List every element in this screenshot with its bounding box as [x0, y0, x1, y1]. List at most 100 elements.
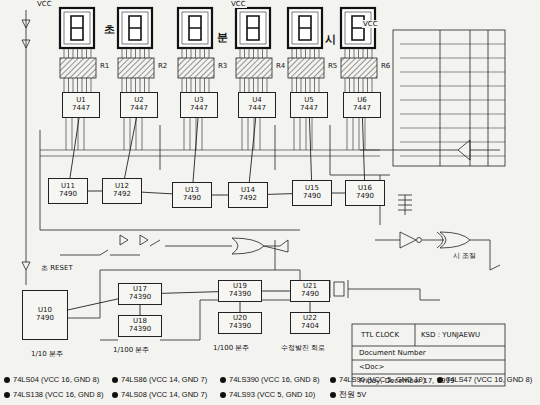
display-label: 초: [103, 24, 116, 36]
inverter-symbol: [400, 232, 416, 248]
annotation: VCC: [362, 20, 379, 28]
xor-gate: [440, 232, 470, 248]
part-number: 7447: [346, 104, 378, 112]
part-number: 7447: [65, 104, 97, 112]
legend-bullet: [220, 392, 226, 398]
wire: [212, 195, 228, 196]
legend-bullet: [330, 377, 336, 383]
wire: [193, 118, 198, 182]
annotation: VCC: [36, 0, 53, 8]
part-ref: U14: [231, 186, 265, 194]
annotation: KSD : YUNJAEWU: [420, 331, 481, 339]
ic-chip: U117490: [48, 178, 88, 204]
part-number: 74390: [221, 322, 259, 330]
part-ref: U2: [123, 96, 155, 104]
wire: [70, 118, 79, 178]
wire: [88, 191, 102, 192]
annotation: 초 RESET: [40, 264, 74, 272]
display-label: 분: [216, 32, 229, 44]
part-number: 7492: [105, 190, 139, 198]
ic-chip: U47447: [238, 92, 276, 118]
annotation: 시 조절: [452, 252, 477, 260]
resistor-array: [341, 58, 377, 78]
part-number: 7490: [25, 314, 65, 322]
legend-text: 74LS04 (VCC 16, GND 8): [13, 375, 99, 384]
annotation: 수정발진 회로: [280, 344, 326, 352]
annotation: R4: [275, 62, 286, 70]
part-ref: U1: [65, 96, 97, 104]
part-ref: U15: [295, 184, 329, 192]
legend-bullet: [437, 377, 443, 383]
legend-bullet: [112, 392, 118, 398]
ic-chip: U157490: [292, 180, 332, 206]
legend-text: 74LS93 (VCC 5, GND 10): [229, 390, 315, 399]
ic-chip: U37447: [180, 92, 218, 118]
legend-text: 74LS90 (VCC 5, GND 10): [339, 375, 425, 384]
part-ref: U20: [221, 314, 259, 322]
annotation: R2: [157, 62, 168, 70]
annotation: 1/100 분주: [112, 346, 150, 354]
wire: [262, 291, 290, 292]
coil-symbol: [398, 195, 412, 215]
ic-chip: U1774390: [118, 283, 162, 305]
annotation: R3: [217, 62, 228, 70]
seven-segment-display: [236, 8, 270, 48]
wire: [240, 302, 241, 312]
ic-chip: U2074390: [218, 312, 262, 334]
ic-chip: U57447: [290, 92, 328, 118]
part-ref: U3: [183, 96, 215, 104]
seven-segment-display: [60, 8, 94, 48]
seven-segment-display: [288, 8, 322, 48]
resistor-array: [236, 58, 272, 78]
part-number: 74390: [221, 290, 259, 298]
part-number: 7490: [348, 192, 382, 200]
ic-chip: U17447: [62, 92, 100, 118]
seven-segment-display: [341, 8, 375, 48]
ic-chip: U167490: [345, 180, 385, 206]
seven-segment-display: [178, 8, 212, 48]
display-label: 시: [324, 34, 337, 46]
part-number: 7447: [293, 104, 325, 112]
resistor-array: [118, 58, 154, 78]
part-ref: U4: [241, 96, 273, 104]
annotation: 1/10 분주: [30, 350, 64, 358]
resistor-array: [178, 58, 214, 78]
ic-chip: U217490: [290, 280, 330, 302]
legend-bullet: [112, 377, 118, 383]
ic-chip: U67447: [343, 92, 381, 118]
legend-bullet: [4, 392, 10, 398]
ic-chip: U1874390: [118, 315, 162, 337]
part-ref: U6: [346, 96, 378, 104]
legend-text: 전원 5V: [339, 390, 366, 399]
wire: [268, 193, 292, 195]
part-number: 7447: [123, 104, 155, 112]
part-number: 7447: [241, 104, 273, 112]
part-number: 74390: [121, 325, 159, 333]
legend-bullet: [4, 377, 10, 383]
part-number: 7447: [183, 104, 215, 112]
annotation: R5: [327, 62, 338, 70]
resistor-array: [60, 58, 96, 78]
parts-table: [393, 30, 505, 166]
wire: [249, 118, 255, 182]
wire: [162, 292, 218, 294]
ic-chip: U27447: [120, 92, 158, 118]
annotation: <Doc>: [358, 363, 385, 371]
part-number: 7404: [293, 322, 327, 330]
wire: [332, 193, 345, 194]
digit-segments: [129, 16, 141, 40]
inverter-symbol: [458, 140, 470, 160]
digit-segments: [247, 16, 259, 40]
part-number: 7492: [231, 194, 265, 202]
ic-chip: U1974390: [218, 280, 262, 302]
part-ref: U10: [25, 306, 65, 314]
seven-segment-display: [118, 8, 152, 48]
part-ref: U18: [121, 317, 159, 325]
annotation: Document Number: [358, 349, 427, 357]
annotation: TTL CLOCK: [360, 331, 400, 339]
display-and-bus-strokes: [40, 8, 505, 156]
legend-bullet: [220, 377, 226, 383]
part-ref: U16: [348, 184, 382, 192]
legend-text: 74LS86 (VCC 14, GND 7): [121, 375, 207, 384]
wire: [68, 299, 118, 310]
